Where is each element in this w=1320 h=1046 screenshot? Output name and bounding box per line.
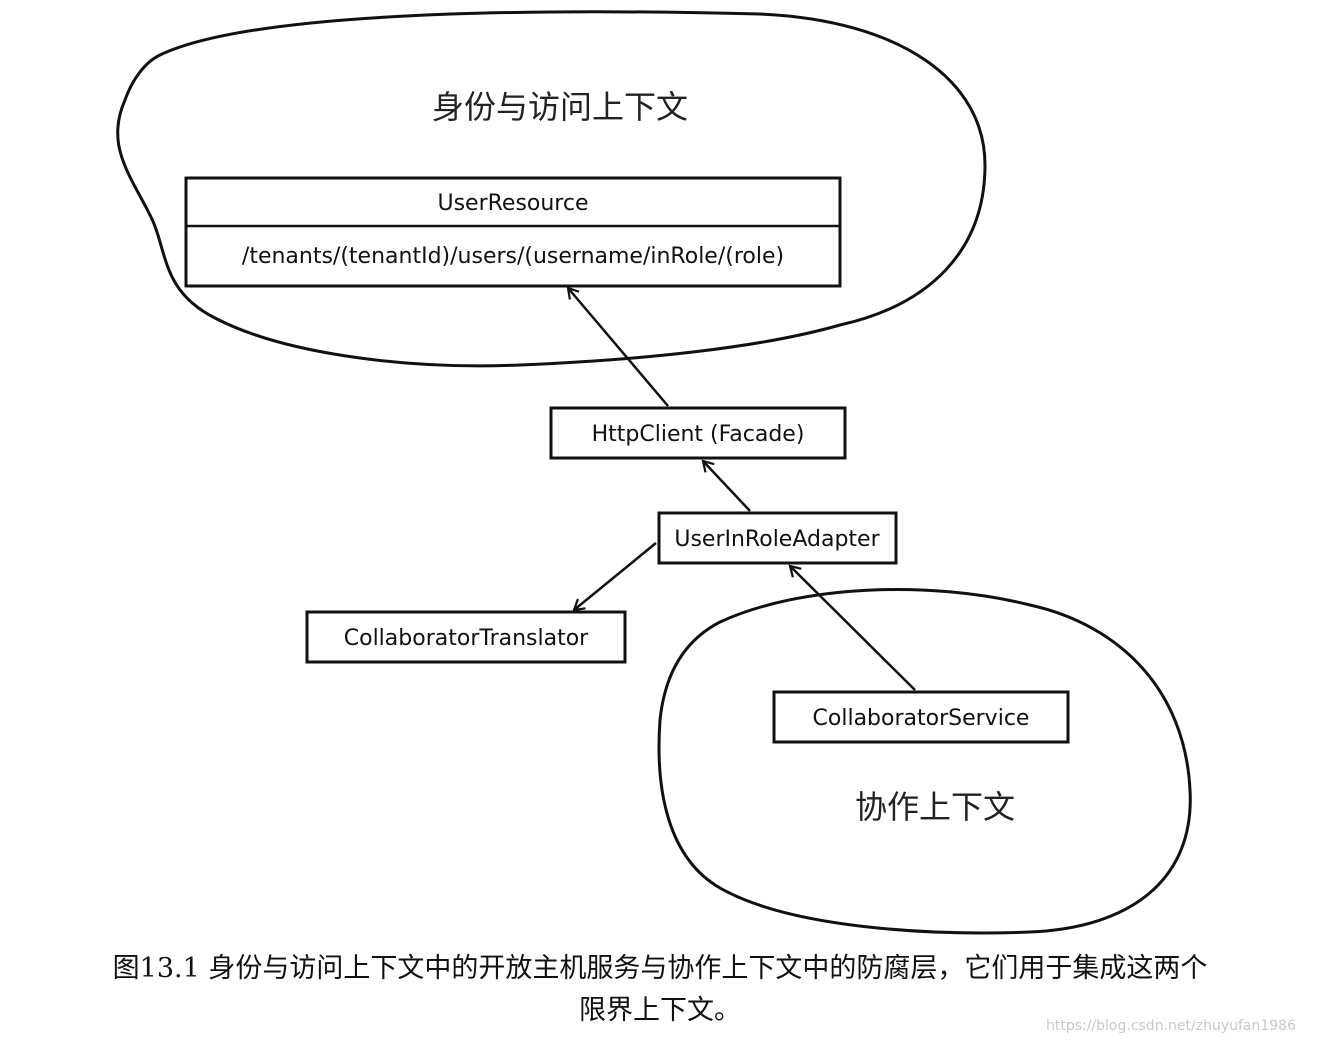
figure-caption: 图13.1 身份与访问上下文中的开放主机服务与协作上下文中的防腐层，它们用于集成… [0, 948, 1320, 1032]
collaborator-service-label: CollaboratorService [813, 706, 1030, 731]
identity-access-context-boundary [116, 10, 987, 368]
caption-line-2: 限界上下文。 [579, 995, 741, 1026]
user-resource-title: UserResource [437, 191, 588, 216]
context-map-diagram: 身份与访问上下文 UserResource /tenants/(tenantId… [116, 10, 1192, 935]
arrow-adapter-to-translator [572, 542, 657, 612]
arrow-adapter-to-http-client [701, 459, 751, 512]
collaborator-translator-label: CollaboratorTranslator [344, 626, 589, 651]
user-resource-path: /tenants/(tenantId)/users/(username/inRo… [242, 244, 784, 269]
identity-access-context-label: 身份与访问上下文 [432, 88, 688, 126]
user-in-role-adapter-label: UserInRoleAdapter [674, 527, 880, 552]
collaborator-translator-box: CollaboratorTranslator [305, 610, 627, 664]
http-client-box: HttpClient (Facade) [549, 406, 847, 460]
http-client-label: HttpClient (Facade) [592, 422, 805, 447]
user-in-role-adapter-box: UserInRoleAdapter [657, 511, 898, 565]
user-resource-box: UserResource /tenants/(tenantId)/users/(… [184, 176, 842, 288]
collaboration-context-boundary [657, 588, 1192, 935]
caption-line-1: 图13.1 身份与访问上下文中的开放主机服务与协作上下文中的防腐层，它们用于集成… [112, 953, 1208, 984]
collaboration-context-label: 协作上下文 [855, 788, 1015, 826]
arrow-service-to-adapter [788, 564, 916, 691]
watermark: https://blog.csdn.net/zhuyufan1986 [1045, 1018, 1296, 1034]
arrow-http-client-to-user-resource [566, 286, 669, 407]
collaborator-service-box: CollaboratorService [772, 690, 1070, 744]
